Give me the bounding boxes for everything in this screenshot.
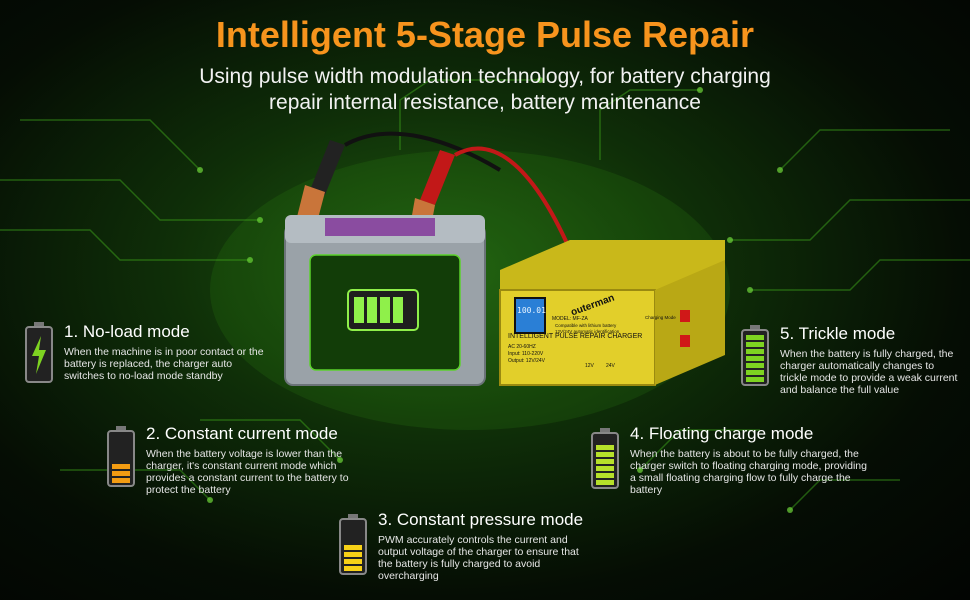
charger-feature-1: Compatible with lithium battery [555,323,617,328]
product-illustration [284,131,725,386]
subtitle-line-2: repair internal resistance, battery main… [269,91,701,114]
stage-description: When the battery is fully charged, the c… [780,348,958,396]
charger-panel-text: INTELLIGENT PULSE REPAIR CHARGER [508,333,643,340]
stage-description: When the machine is in poor contact or t… [64,346,264,382]
stage-title: 2. Constant current mode [146,424,338,443]
charger-lcd: 100.01 [517,306,546,315]
stage-trickle: 5. Trickle mode When the battery is full… [780,324,962,396]
charger-body [499,240,725,386]
charger-spec-1: AC 20-60HZ [508,344,536,350]
subtitle-line-1: Using pulse width modulation technology,… [199,65,771,88]
charger-spec-3: Output: 12V/24V [508,358,545,364]
charger-model: MODEL: MF-ZA [552,316,588,322]
charger-spec-2: Input: 110-220V [508,351,544,357]
stage-constant-current: 2. Constant current mode When the batter… [146,424,356,496]
battery-low-icon [107,426,135,487]
charger-switch-label: Charging Mode [645,315,676,320]
charger-btn-12v: 12V [585,363,594,369]
battery-half-icon [339,514,367,575]
subtitle: Using pulse width modulation technology,… [150,64,820,116]
stage-title: 4. Floating charge mode [630,424,814,443]
battery-full-icon [741,325,769,386]
stage-title: 3. Constant pressure mode [378,510,584,529]
stage-no-load: 1. No-load mode When the machine is in p… [64,322,274,382]
stage-title: 1. No-load mode [64,322,190,341]
battery-high-icon [591,428,619,489]
stage-constant-pressure: 3. Constant pressure mode PWM accurately… [378,510,593,582]
stage-description: When the battery voltage is lower than t… [146,448,349,496]
charger-feature-2: 12V/24V automatic identification [555,329,620,334]
stage-title: 5. Trickle mode [780,324,896,343]
charger-btn-24v: 24V [606,363,615,369]
battery-bolt-icon [25,322,53,383]
stage-description: When the battery is about to be fully ch… [630,448,867,496]
stage-floating-charge: 4. Floating charge mode When the battery… [630,424,870,496]
stage-description: PWM accurately controls the current and … [378,534,579,582]
page-title: Intelligent 5-Stage Pulse Repair [215,14,755,55]
